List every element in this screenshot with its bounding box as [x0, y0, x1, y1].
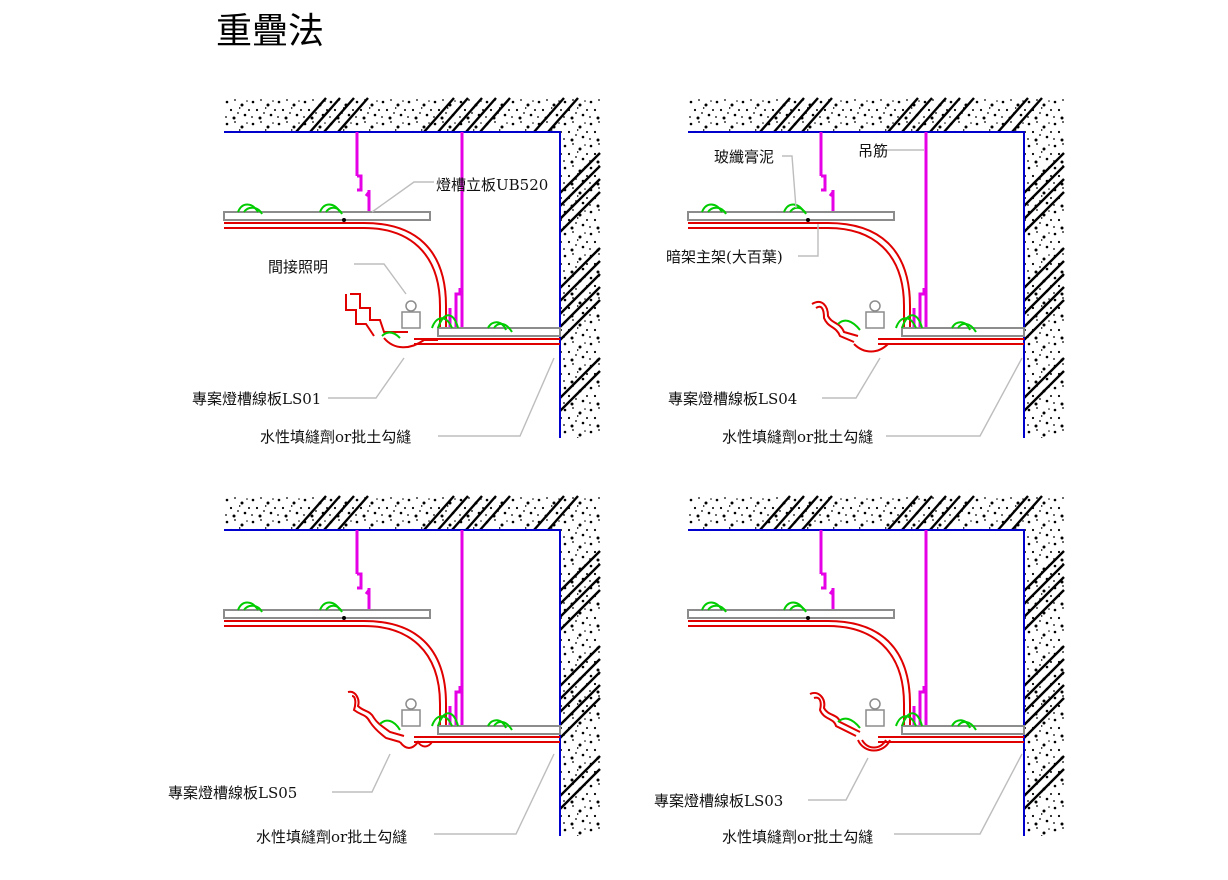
label-filler: 水性填縫劑or批土勾縫 — [256, 828, 407, 846]
cornice-profile-ls05 — [347, 690, 433, 749]
detail-panel-top-right — [686, 96, 1066, 440]
ceiling-section-drawing — [686, 494, 1066, 838]
label-filler: 水性填縫劑or批土勾縫 — [722, 428, 873, 446]
page-title: 重疊法 — [216, 11, 325, 52]
label-lamp-trough-board: 專案燈槽線板LS05 — [168, 784, 297, 802]
label-standing-board: 燈槽立板UB520 — [436, 176, 548, 194]
cornice-profile-ls01 — [345, 293, 439, 349]
label-filler: 水性填縫劑or批土勾縫 — [722, 828, 873, 846]
detail-panel-top-left — [222, 96, 602, 440]
detail-panel-bottom-right — [686, 494, 1066, 838]
detail-panel-bottom-left — [222, 494, 602, 838]
label-main-frame: 暗架主架(大百葉) — [666, 248, 783, 266]
label-filler: 水性填縫劑or批土勾縫 — [260, 428, 411, 446]
label-plaster: 玻纖膏泥 — [714, 148, 774, 166]
label-lamp-trough-board: 專案燈槽線板LS03 — [654, 792, 783, 810]
label-lamp-trough-board: 專案燈槽線板LS01 — [192, 390, 321, 408]
cornice-profile-ls04 — [811, 300, 889, 353]
label-indirect-lighting: 間接照明 — [268, 258, 328, 276]
label-hanger: 吊筋 — [858, 142, 888, 160]
label-lamp-trough-board: 專案燈槽線板LS04 — [668, 390, 797, 408]
